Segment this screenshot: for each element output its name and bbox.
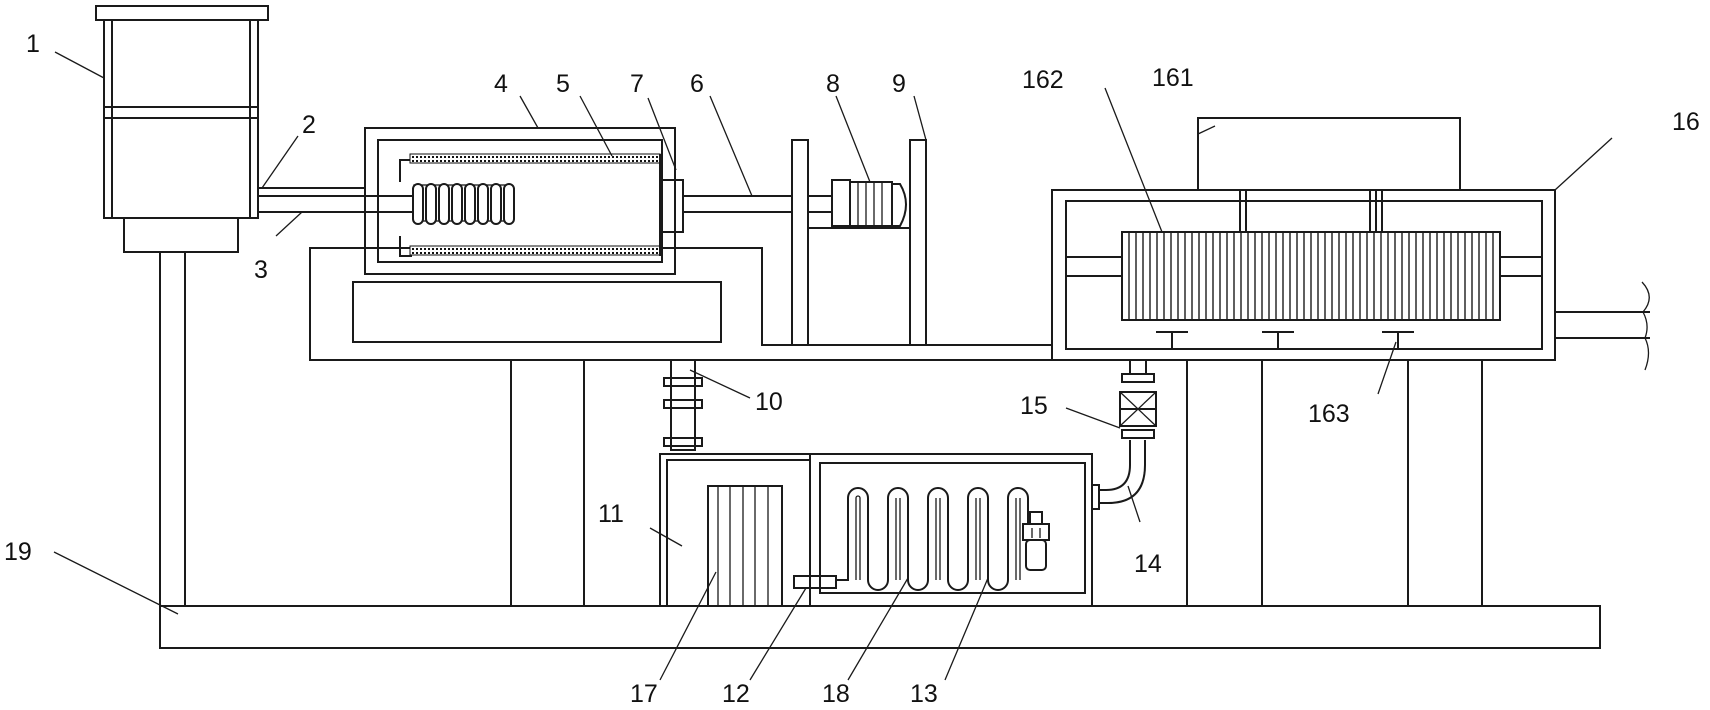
label-7: 7 [630, 70, 644, 98]
part-labels: 1 2 3 4 5 7 6 8 9 162 161 16 10 15 163 1… [4, 30, 1700, 708]
base-frame [159, 251, 1601, 649]
table-legs [510, 360, 1483, 606]
temperature-sensor [1022, 511, 1050, 571]
label-162: 162 [1022, 66, 1064, 94]
screen-drum [399, 153, 684, 257]
blower-nozzles [1156, 331, 1414, 348]
label-161: 161 [1152, 64, 1194, 92]
heater-fin-array [1121, 231, 1501, 321]
label-16: 16 [1672, 108, 1700, 136]
label-12: 12 [722, 680, 750, 708]
heating-coil [836, 487, 1029, 591]
label-6: 6 [690, 70, 704, 98]
feed-pipe [258, 187, 365, 213]
collection-tank [659, 453, 1100, 607]
label-8: 8 [826, 70, 840, 98]
filter-block [707, 485, 783, 607]
leader-lines [53, 51, 1613, 681]
drying-box [1051, 189, 1556, 361]
drive-shaft [683, 195, 792, 213]
label-15: 15 [1020, 392, 1048, 420]
label-10: 10 [755, 388, 783, 416]
label-2: 2 [302, 111, 316, 139]
label-19: 19 [4, 538, 32, 566]
discharge-pipe [663, 359, 703, 451]
feed-hopper [95, 5, 269, 253]
label-5: 5 [556, 70, 570, 98]
label-163: 163 [1308, 400, 1350, 428]
drying-box-top-cover [1197, 117, 1461, 233]
table-top [309, 247, 1053, 361]
label-17: 17 [630, 680, 658, 708]
return-pipe [1099, 440, 1146, 504]
label-13: 13 [910, 680, 938, 708]
label-1: 1 [26, 30, 40, 58]
pump [793, 575, 837, 589]
label-4: 4 [494, 70, 508, 98]
valve [1119, 359, 1157, 439]
label-3: 3 [254, 256, 268, 284]
motor [807, 179, 907, 227]
label-9: 9 [892, 70, 906, 98]
label-11: 11 [598, 500, 624, 528]
grinding-chamber [352, 127, 722, 343]
label-14: 14 [1134, 550, 1162, 578]
label-18: 18 [822, 680, 850, 708]
motor-frame [791, 139, 927, 346]
spiral-shaft [365, 183, 515, 225]
